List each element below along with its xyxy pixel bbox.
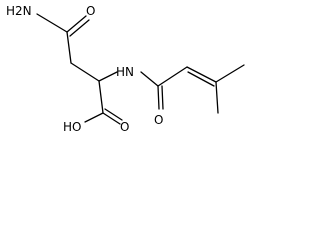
bond-c4-oh — [84, 112, 104, 123]
bond-c6-c7-double-a — [186, 66, 217, 83]
bond-c1-o-double-b — [69, 19, 90, 37]
acyl-oxygen-label: O — [154, 113, 163, 127]
bond-c3-nh — [98, 71, 118, 82]
amide-nh2-label: H2N — [6, 4, 32, 18]
acid-hydroxyl-label: HO — [63, 120, 81, 134]
bond-c4-o-double-b — [104, 108, 123, 121]
bond-c3-c4 — [98, 80, 104, 114]
bond-c6-c7-double-b — [187, 71, 215, 87]
bond-c4-o-double-a — [102, 112, 121, 125]
amine-nh-label: HN — [116, 65, 134, 79]
bond-c7-ch3-bottom — [215, 81, 219, 114]
bond-c5-o-double-b — [161, 85, 164, 110]
bond-c7-ch3-top — [215, 64, 245, 83]
molecule-structure: H2N O HN O HO O — [6, 4, 245, 134]
amide-oxygen-label: O — [86, 4, 95, 18]
acid-oxygen-label: O — [120, 120, 129, 134]
bond-c2-c3 — [70, 62, 100, 82]
bond-c1-o-double-a — [66, 15, 87, 33]
bond-nh-c5 — [140, 71, 159, 87]
bond-c1-nh2 — [36, 13, 68, 33]
bond-c1-c2 — [66, 31, 72, 64]
bond-c5-o-double-a — [157, 85, 160, 110]
bond-c5-c6 — [157, 66, 188, 87]
